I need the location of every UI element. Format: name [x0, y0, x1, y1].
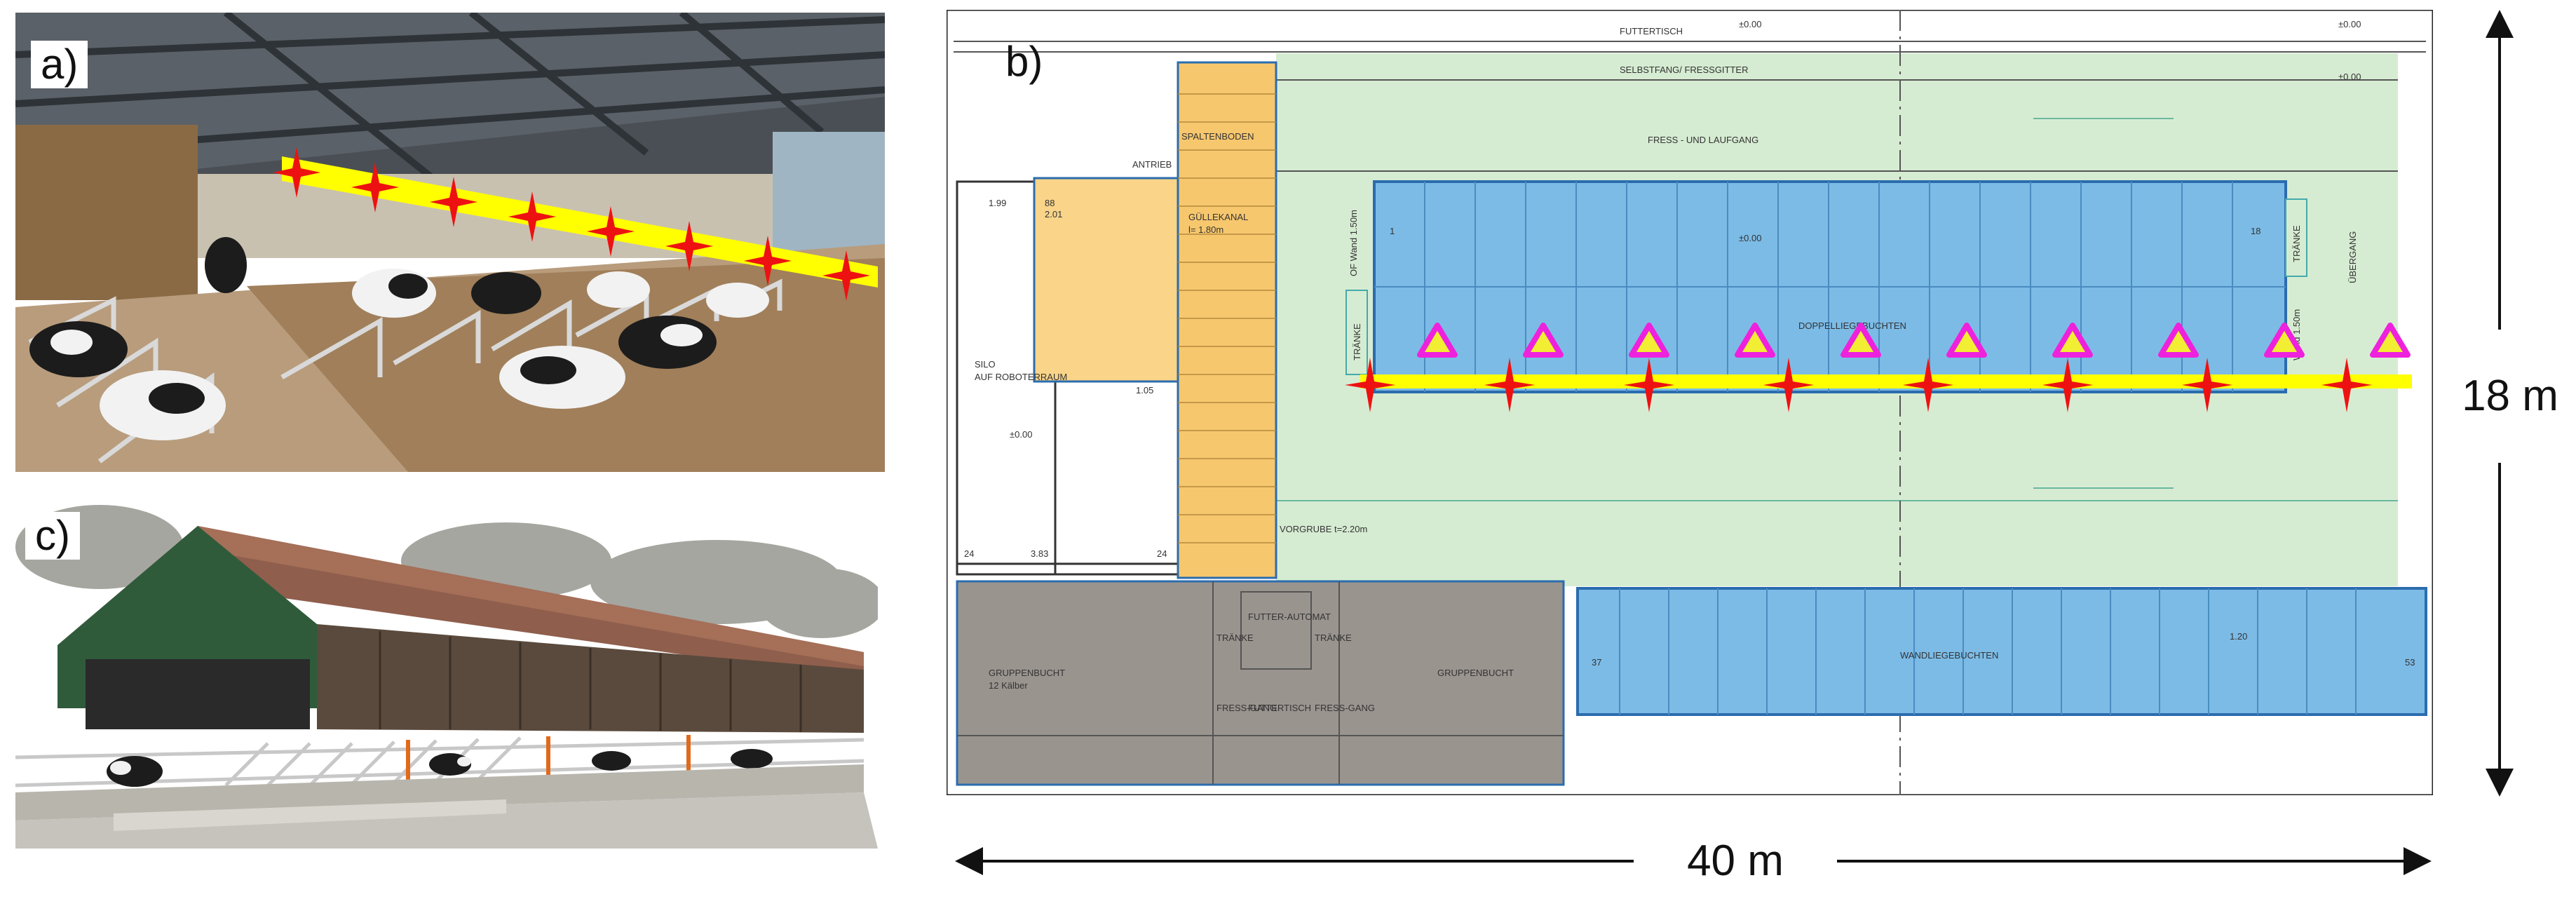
photo-barn-exterior: c) [15, 484, 878, 849]
width-arrow: 40 m [955, 837, 2432, 885]
sensor-rail [1360, 374, 2412, 388]
sensor-star [273, 147, 320, 198]
triangle-marker [2158, 323, 2199, 358]
sensor-star [822, 250, 870, 301]
barn-interior-illustration [15, 13, 885, 472]
label-dim-201: 2.01 [1045, 209, 1062, 219]
sensor-star [2182, 358, 2232, 412]
sensor-star [1763, 358, 1814, 412]
label-traenke-right: TRÄNKE [2291, 225, 2302, 262]
label-stall-1: 1 [1390, 226, 1395, 236]
triangle-marker [1629, 323, 1669, 358]
panel-label-a: a) [31, 41, 88, 88]
label-dim-24-right: 24 [1157, 548, 1167, 559]
label-roboterraum: AUF ROBOTERRAUM [975, 372, 1067, 382]
label-futtertisch-bottom: FUTTERTISCH [1248, 703, 1311, 713]
label-guellekanal-dim: l= 1.80m [1188, 224, 1223, 235]
label-traenke-left: TRÄNKE [1352, 323, 1362, 360]
panel-label-c: c) [25, 512, 80, 560]
sensor-star [1624, 358, 1674, 412]
label-spaltenboden: SPALTENBODEN [1181, 131, 1254, 142]
sensor-star [508, 191, 556, 242]
label-gruppenbucht-right: GRUPPENBUCHT [1437, 668, 1514, 678]
triangle-marker [1735, 323, 1775, 358]
wall-cubicles [1576, 587, 2427, 716]
sensor-star [430, 177, 477, 227]
label-guellekanal: GÜLLEKANAL [1188, 212, 1248, 222]
label-dim-383: 3.83 [1031, 548, 1048, 559]
label-stall-53: 53 [2405, 657, 2415, 668]
label-silo: SILO [975, 359, 996, 370]
label-doppelliegebuchten: DOPPELLIEGEBUCHTEN [1798, 320, 1906, 331]
sensor-star [665, 221, 713, 271]
label-antrieb: ANTRIEB [1132, 159, 1172, 170]
triangle-marker [1841, 323, 1881, 358]
label-gruppenbucht-left: GRUPPENBUCHT [989, 668, 1065, 678]
sensor-star [1484, 358, 1535, 412]
width-label: 40 m [1687, 837, 1784, 885]
label-dim-199: 1.99 [989, 198, 1006, 208]
label-wand-left: OF Wand 1.50m [1348, 210, 1359, 276]
label-kaelber-left: 12 Kälber [989, 680, 1028, 691]
label-dim-120: 1.20 [2230, 631, 2247, 642]
plan-sensor-stars [1345, 358, 2372, 412]
sensor-star [351, 162, 399, 212]
label-stall-18: 18 [2251, 226, 2260, 236]
sensor-star [587, 206, 635, 257]
photo-barn-interior: a) [15, 13, 885, 472]
calf-group-pens [956, 580, 1565, 786]
label-level-mid: ±0.00 [1739, 233, 1761, 243]
label-dim-24-left: 24 [964, 548, 974, 559]
label-vorgrube: VORGRUBE t=2.20m [1280, 524, 1367, 534]
triangle-marker [1523, 323, 1564, 358]
sensor-star [1903, 358, 1953, 412]
sensor-star [744, 236, 792, 286]
slurry-channel [1177, 61, 1277, 579]
triangle-marker [2052, 323, 2093, 358]
barn-exterior-illustration [15, 484, 878, 849]
label-selbstfang: SELBSTFANG/ FRESSGITTER [1620, 65, 1748, 75]
label-traenke-g1: TRÄNKE [1216, 633, 1254, 643]
label-level-top1: ±0.00 [1739, 19, 1761, 29]
label-uebergang: ÜBERGANG [2347, 231, 2358, 283]
label-fress-laufgang: FRESS - UND LAUFGANG [1648, 135, 1758, 145]
sensor-star [2042, 358, 2093, 412]
sensor-star [2321, 358, 2372, 412]
panel-label-b: b) [1005, 38, 1043, 85]
triangle-markers [1417, 323, 2411, 358]
height-label: 18 m [2462, 372, 2558, 420]
label-traenke-g2: TRÄNKE [1315, 633, 1352, 643]
floor-plan: FUTTERTISCH SELBSTFANG/ FRESSGITTER FRES… [947, 10, 2433, 795]
label-wandliegebuchten: WANDLIEGEBUCHTEN [1900, 650, 1998, 661]
triangle-marker [2264, 323, 2305, 358]
robot-room [1033, 177, 1183, 383]
label-dim-88: 88 [1045, 198, 1055, 208]
triangle-marker [1946, 323, 1987, 358]
label-fressgang-l: FRESS-GANG [1216, 703, 1277, 713]
label-fressgang-r: FRESS-GANG [1315, 703, 1375, 713]
label-level-left: ±0.00 [1010, 429, 1032, 440]
label-dim-105: 1.05 [1136, 385, 1153, 396]
label-stall-37: 37 [1592, 657, 1601, 668]
sensor-star [1345, 358, 1395, 412]
triangle-marker [1417, 323, 1458, 358]
height-arrow: 18 m [2462, 10, 2558, 797]
label-futterautomat: FUTTER-AUTOMAT [1248, 611, 1331, 622]
label-level-top3: ±0.00 [2338, 72, 2361, 82]
label-level-top2: ±0.00 [2338, 19, 2361, 29]
photo-sensor-stars [273, 147, 870, 301]
floor-plan-drawing: FUTTERTISCH SELBSTFANG/ FRESSGITTER FRES… [947, 10, 2433, 795]
triangle-marker [2370, 323, 2411, 358]
label-futtertisch-top: FUTTERTISCH [1620, 26, 1683, 36]
